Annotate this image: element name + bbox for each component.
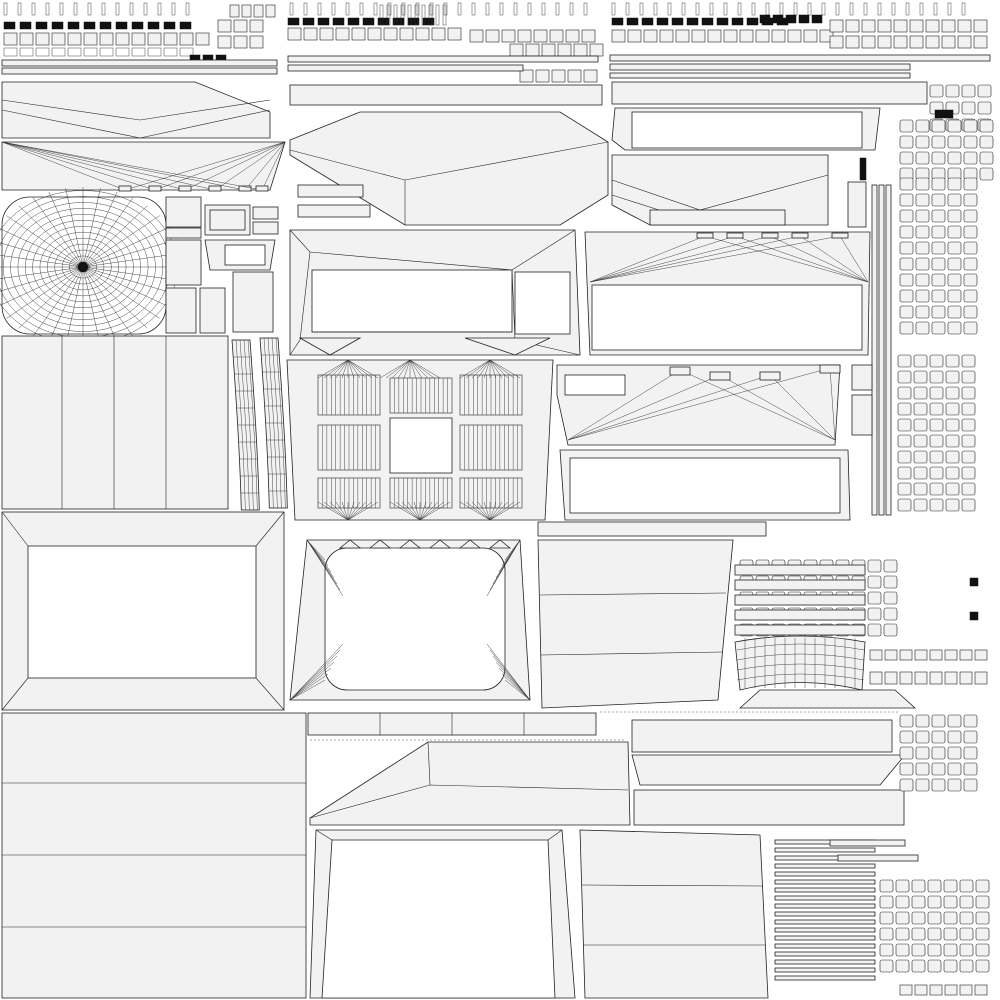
frame-panel-bottom — [309, 829, 576, 999]
roof-panel-bottom — [309, 741, 631, 826]
fan-panel-right — [584, 231, 871, 356]
field-frame-panel — [289, 539, 531, 701]
small-box-center — [297, 184, 371, 218]
roof-panel-mid-right — [556, 364, 851, 521]
curved-stand-small — [734, 635, 917, 709]
roof-panel-center — [289, 111, 609, 226]
top-small-parts-left — [3, 2, 276, 64]
strip-stack-bottom-right — [734, 564, 919, 981]
top-strips — [1, 54, 991, 106]
fan-panel-left — [1, 141, 286, 192]
stand-panel-center — [289, 229, 581, 356]
vertical-bars-right — [847, 157, 892, 516]
frame-panel-left — [1, 511, 285, 711]
bowl-seating-panel — [286, 359, 554, 521]
bottom-center-strip — [307, 711, 900, 741]
roof-panel-right — [611, 107, 881, 226]
roof-panel-top-left — [1, 81, 271, 139]
roof-panel-bottom-right — [631, 719, 906, 826]
wall-panel-bottom-right — [579, 829, 769, 999]
small-parts-mid-right — [869, 649, 988, 996]
radial-grid-panel — [0, 187, 183, 347]
wall-panel-center-right — [537, 521, 767, 709]
bottom-wall-panel-left — [1, 712, 307, 999]
small-parts-center-left — [165, 196, 279, 334]
curved-strips — [231, 337, 288, 511]
top-small-parts-right — [611, 2, 988, 49]
top-small-parts-mid — [287, 2, 604, 83]
side-wall-panel-left — [1, 335, 229, 510]
